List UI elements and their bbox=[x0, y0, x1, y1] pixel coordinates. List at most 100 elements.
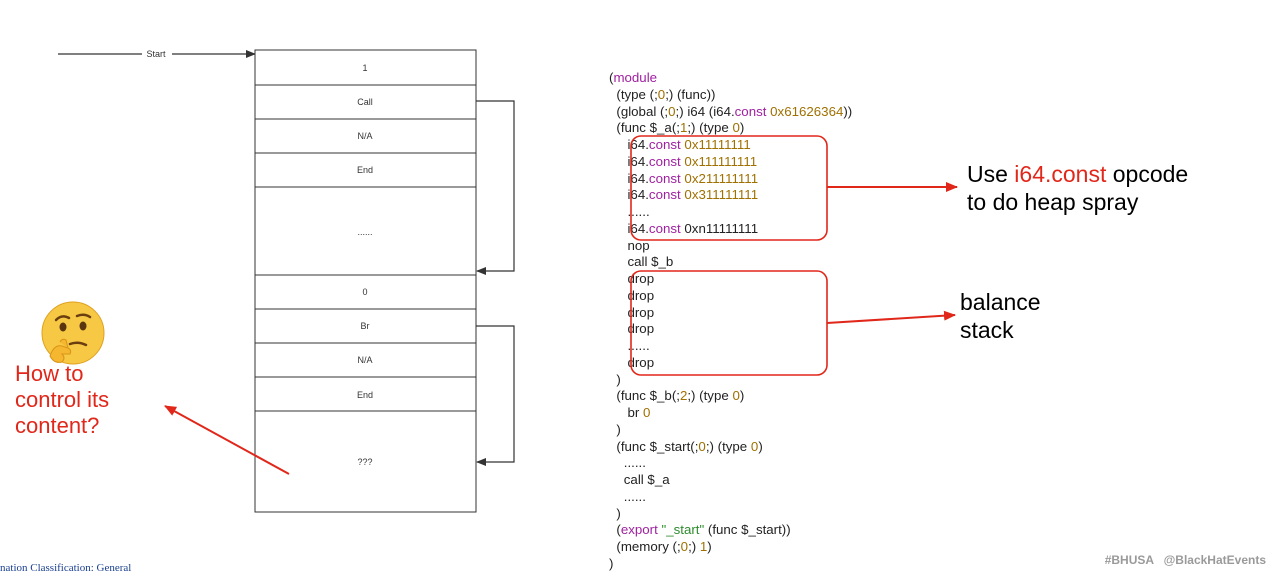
code-line: (memory (;0;) 1) bbox=[609, 539, 712, 554]
code-token: 0 bbox=[657, 86, 666, 102]
code-token: i64. bbox=[609, 187, 649, 203]
stack-cell-label: End bbox=[357, 165, 373, 175]
code-token: ;) i64 (i64. bbox=[675, 103, 735, 119]
code-line: drop bbox=[609, 321, 654, 336]
stack-cell bbox=[254, 84, 477, 120]
code-token: br bbox=[609, 405, 643, 420]
code-token: (func $_start)) bbox=[704, 522, 791, 538]
code-token: 0x211111111 bbox=[684, 170, 759, 186]
heap-spray-prefix: Use bbox=[967, 161, 1015, 187]
code-line: i64.const 0x211111111 bbox=[609, 171, 758, 186]
stack-cells: 1 Call N/A End ...... 0 Br N/A End ??? bbox=[254, 49, 477, 513]
code-token: ) bbox=[707, 539, 712, 554]
thinking-face-icon bbox=[41, 301, 105, 365]
code-token: 1 bbox=[699, 539, 708, 554]
br-jump-arrow bbox=[476, 325, 515, 466]
code-token: ;) bbox=[688, 539, 700, 554]
code-token: nop bbox=[609, 237, 650, 253]
code-token: drop bbox=[609, 354, 655, 370]
code-token: ) bbox=[739, 120, 745, 136]
code-token: 0 bbox=[750, 438, 759, 454]
code-line: drop bbox=[609, 355, 654, 370]
stack-cell-label: ...... bbox=[357, 227, 372, 237]
heap-spray-highlight: i64.const bbox=[1014, 161, 1107, 187]
stack-cell bbox=[254, 274, 477, 310]
code-token: const bbox=[648, 170, 681, 186]
code-token: call $_a bbox=[609, 472, 670, 487]
code-token: ...... bbox=[609, 455, 646, 471]
code-token: 0 bbox=[732, 388, 740, 404]
event-tags: #BHUSA @BlackHatEvents bbox=[1104, 553, 1266, 567]
call-return-arrow bbox=[476, 100, 515, 275]
code-token: const bbox=[648, 220, 681, 236]
stack-cell-label: 1 bbox=[362, 63, 367, 73]
code-token: ...... bbox=[609, 338, 650, 353]
stack-cell-label: Call bbox=[357, 97, 373, 107]
code-token: i64. bbox=[609, 153, 649, 169]
code-token: i64. bbox=[609, 137, 649, 152]
code-token: 0 bbox=[732, 120, 740, 136]
code-token: 2 bbox=[679, 388, 688, 404]
code-token: )) bbox=[843, 103, 853, 119]
code-line: (global (;0;) i64 (i64.const 0x61626364)… bbox=[609, 104, 852, 119]
code-token: 0 bbox=[698, 438, 706, 454]
code-line: ) bbox=[609, 556, 613, 571]
code-line: ) bbox=[609, 371, 621, 387]
code-token: drop bbox=[609, 287, 655, 303]
code-token: ...... bbox=[609, 204, 650, 219]
code-token: ) bbox=[609, 421, 621, 437]
code-line: (type (;0;) (func)) bbox=[609, 87, 715, 102]
code-token: const bbox=[648, 153, 681, 169]
stack-cell-label: End bbox=[357, 390, 373, 400]
code-token: ( bbox=[609, 522, 621, 538]
code-line: ...... bbox=[609, 204, 650, 219]
code-line: ) bbox=[609, 421, 621, 437]
heap-spray-annotation: Use i64.const opcode to do heap spray bbox=[967, 160, 1188, 216]
code-token: ;) (func)) bbox=[665, 86, 716, 102]
code-token: ;) (type bbox=[687, 388, 733, 404]
code-token: 0x61626364 bbox=[770, 103, 844, 119]
code-token: (func $_a(; bbox=[609, 120, 680, 136]
code-token: drop bbox=[609, 271, 655, 286]
code-token: 0 bbox=[643, 405, 651, 420]
question-arrow bbox=[164, 405, 290, 475]
code-token: drop bbox=[609, 321, 655, 337]
code-token: "_start" bbox=[661, 522, 705, 538]
code-token: i64. bbox=[609, 220, 649, 236]
code-line: (func $_start(;0;) (type 0) bbox=[609, 438, 763, 454]
code-line: drop bbox=[609, 305, 654, 320]
code-line: call $_b bbox=[609, 254, 673, 269]
code-line: ...... bbox=[609, 455, 646, 470]
code-token: (memory (; bbox=[609, 539, 681, 554]
code-token: 0x11111111 bbox=[684, 137, 751, 152]
code-line: ...... bbox=[609, 338, 650, 353]
code-token: 0xn11111111 bbox=[680, 220, 759, 236]
code-line: i64.const 0xn11111111 bbox=[609, 221, 758, 236]
code-token: (type (; bbox=[609, 86, 658, 102]
code-line: ) bbox=[609, 505, 621, 521]
code-token: export bbox=[620, 522, 658, 538]
code-token: ) bbox=[609, 555, 614, 571]
code-token: const bbox=[734, 103, 767, 119]
code-token: drop bbox=[609, 304, 655, 320]
code-token: ) bbox=[739, 388, 745, 404]
code-token: module bbox=[613, 70, 658, 85]
code-token: 0 bbox=[668, 103, 676, 119]
code-token: ) bbox=[758, 438, 763, 454]
heap-spray-suffix: opcode to do heap spray bbox=[967, 161, 1189, 215]
stack-cell-label: 0 bbox=[362, 287, 367, 297]
start-label: Start bbox=[146, 49, 166, 59]
code-token: ( bbox=[609, 70, 614, 85]
code-line: (func $_b(;2;) (type 0) bbox=[609, 388, 744, 403]
code-line: call $_a bbox=[609, 472, 670, 487]
code-token: (func $_start(; bbox=[609, 438, 699, 454]
code-token: ) bbox=[609, 505, 621, 521]
code-token: (func $_b(; bbox=[609, 388, 680, 404]
code-token: 0 bbox=[680, 539, 689, 554]
classification-footer: nation Classification: General bbox=[0, 562, 132, 574]
code-token: 0x111111111 bbox=[684, 153, 758, 169]
code-line: i64.const 0x111111111 bbox=[609, 154, 757, 169]
code-line: i64.const 0x311111111 bbox=[609, 187, 758, 202]
code-token: ) bbox=[609, 371, 621, 387]
code-line: ...... bbox=[609, 489, 646, 504]
